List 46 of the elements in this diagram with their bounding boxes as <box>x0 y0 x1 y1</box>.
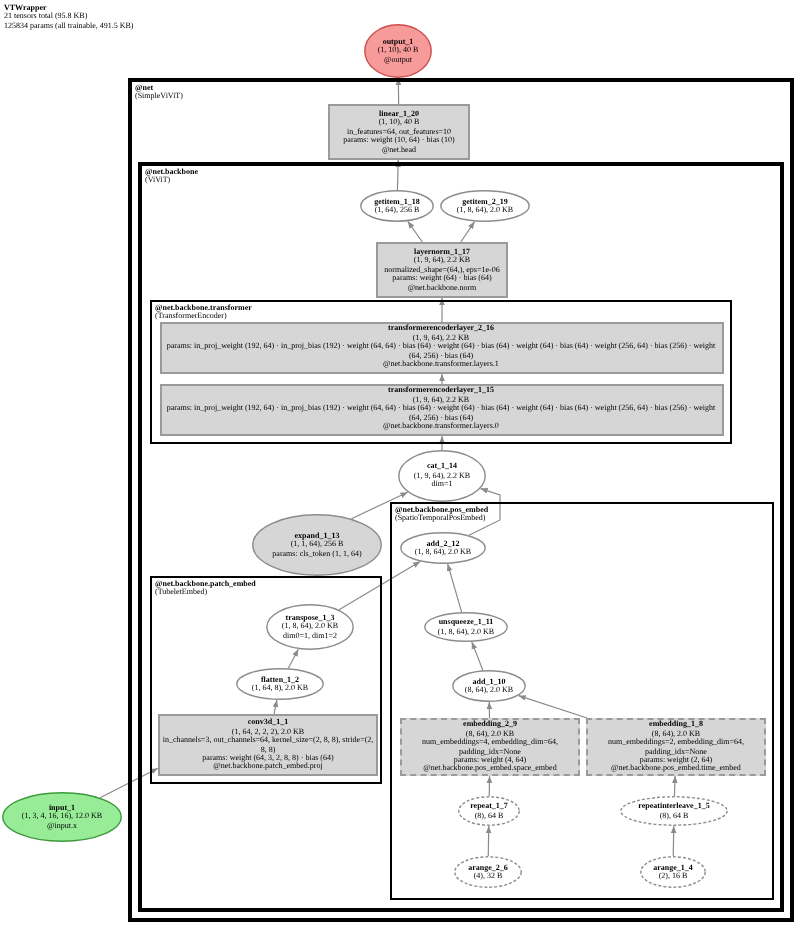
arrow <box>99 767 159 799</box>
arrow <box>460 220 476 243</box>
arrow <box>446 563 463 613</box>
operation-ellipse <box>424 612 508 642</box>
arrow <box>672 775 678 797</box>
input-ellipse <box>2 792 122 842</box>
arrow <box>407 220 423 243</box>
operation-ellipse <box>620 796 728 826</box>
operation-ellipse <box>640 856 706 888</box>
arrow <box>395 159 401 191</box>
layer-box <box>159 321 723 373</box>
operation-ellipse <box>398 450 486 502</box>
layer-box <box>159 383 723 435</box>
arrow <box>439 373 445 385</box>
arrow <box>670 825 677 857</box>
operation-ellipse <box>400 532 486 564</box>
module-frame <box>150 300 732 444</box>
module-frame <box>150 576 382 784</box>
module-frame <box>390 502 774 900</box>
layer-box <box>158 714 378 776</box>
operation-ellipse <box>454 856 522 888</box>
arrow <box>486 775 493 797</box>
arrow <box>439 297 445 323</box>
arrow <box>338 560 421 611</box>
arrow <box>471 641 484 671</box>
layer-box <box>400 718 580 776</box>
arrow <box>350 491 409 520</box>
arrow <box>395 77 402 105</box>
parameter-operation-ellipse <box>252 514 382 576</box>
arrow <box>485 825 492 857</box>
operation-ellipse <box>266 604 354 650</box>
operation-ellipse <box>360 190 434 222</box>
arrow <box>439 435 445 451</box>
operation-ellipse <box>458 796 520 826</box>
operation-ellipse <box>452 670 526 702</box>
layer-box <box>328 104 470 160</box>
arrow <box>468 488 501 536</box>
operation-ellipse <box>440 190 530 222</box>
layer-box <box>586 718 766 776</box>
arrow <box>517 695 588 719</box>
arrow <box>486 701 493 719</box>
operation-ellipse <box>236 668 324 700</box>
output-ellipse <box>364 24 432 78</box>
arrow <box>287 648 299 669</box>
arrow <box>272 699 279 715</box>
layer-box <box>376 242 508 298</box>
